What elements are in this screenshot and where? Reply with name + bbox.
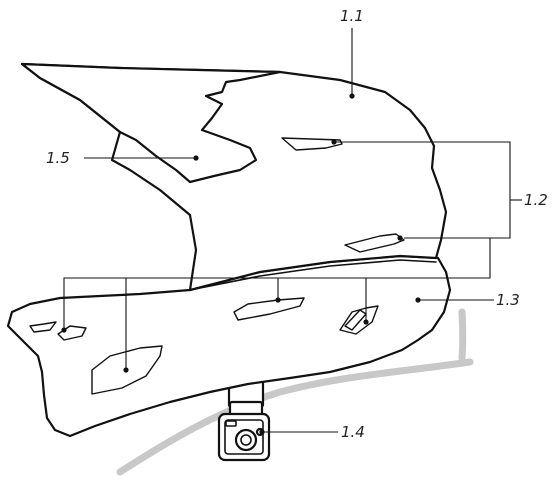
visor — [20, 62, 282, 184]
chin-guard-edge — [189, 259, 437, 291]
callout-chin-guard-label: 1.3 — [496, 291, 520, 309]
vent-middle — [344, 233, 405, 253]
chin-strap-tail — [458, 308, 467, 362]
callout-shell-label: 1.1 — [340, 7, 364, 25]
callout-camera-mount-label: 1.4 — [341, 423, 365, 441]
vent-chin-1 — [233, 297, 305, 321]
camera-mount — [217, 378, 271, 462]
callout-visor-label: 1.5 — [46, 149, 70, 167]
vent-front-1 — [29, 321, 57, 333]
callout-vents-label: 1.2 — [524, 191, 548, 209]
chin-strap — [116, 358, 474, 476]
leader-lines — [61, 28, 522, 435]
vent-upper — [281, 137, 343, 151]
